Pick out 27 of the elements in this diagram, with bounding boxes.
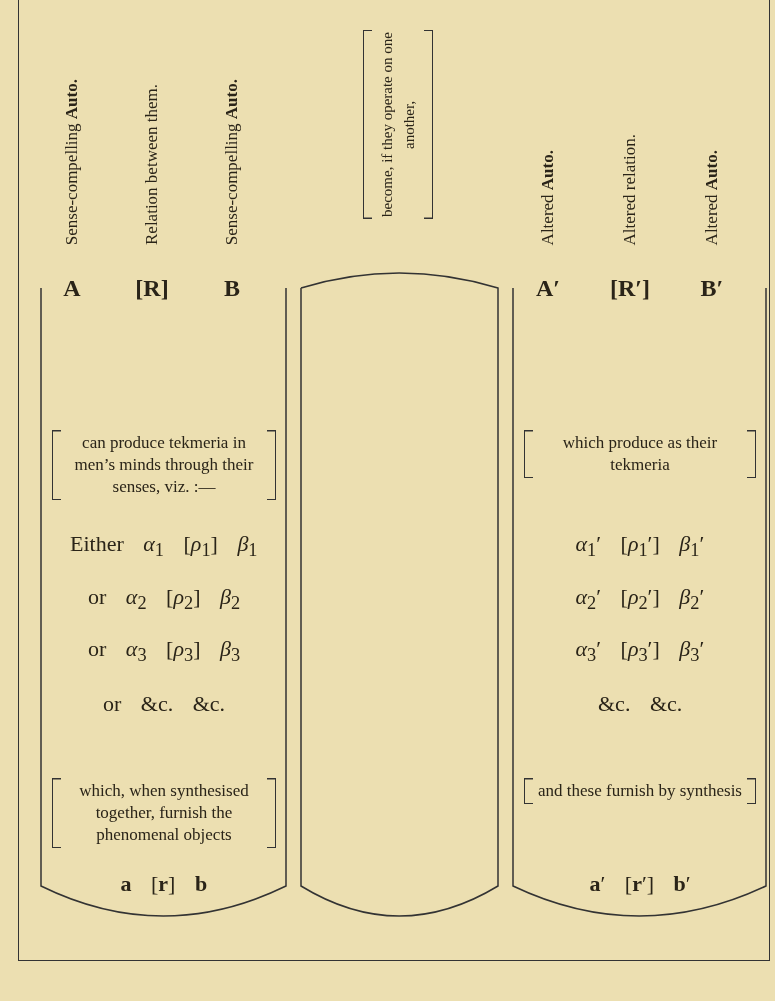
formula-row: a [r] b	[120, 873, 208, 895]
column-heading: Altered Auto.	[537, 150, 558, 246]
symbol-label: A	[62, 275, 82, 302]
formula-row: or α$_{2}$ [ρ$_{2}$] β$_{2}$	[88, 586, 241, 615]
bracketed-note: become, if they operate on one another,	[363, 30, 433, 219]
symbol-label: B	[223, 275, 241, 302]
formula-row: &c. &c.	[598, 693, 683, 715]
symbol-label: [R]	[134, 275, 170, 302]
column-heading: Altered relation.	[619, 134, 640, 246]
column-heading: Sense-compelling Auto.	[221, 79, 242, 246]
bracketed-note: can produce tekmeria in men’s minds through their senses, viz. :—	[52, 430, 276, 500]
column-heading: Sense-compelling Auto.	[61, 79, 82, 246]
column-heading: Relation between them.	[141, 84, 162, 245]
formula-row: a′ [r′] b′	[589, 873, 691, 895]
formula-row: or α$_{3}$ [ρ$_{3}$] β$_{3}$	[88, 638, 241, 667]
symbol-label: [R′]	[608, 275, 652, 302]
bracketed-note: and these furnish by synthesis	[524, 778, 756, 804]
formula-row: Either α$_{1}$ [ρ$_{1}$] β$_{1}$	[70, 533, 258, 562]
symbol-label: B′	[699, 275, 725, 302]
formula-row: or &c. &c.	[103, 693, 226, 715]
formula-row: α$_{3}$′ [ρ$_{3}$′] β$_{3}$′	[575, 638, 705, 667]
formula-row: α$_{1}$′ [ρ$_{1}$′] β$_{1}$′	[575, 533, 705, 562]
column-heading: Altered Auto.	[701, 150, 722, 246]
formula-row: α$_{2}$′ [ρ$_{2}$′] β$_{2}$′	[575, 586, 705, 615]
bracketed-note: which produce as their tekmeria	[524, 430, 756, 478]
bracketed-note: which, when synthesised together, furnish the phenomenal objects	[52, 778, 276, 848]
symbol-label: A′	[534, 275, 562, 302]
